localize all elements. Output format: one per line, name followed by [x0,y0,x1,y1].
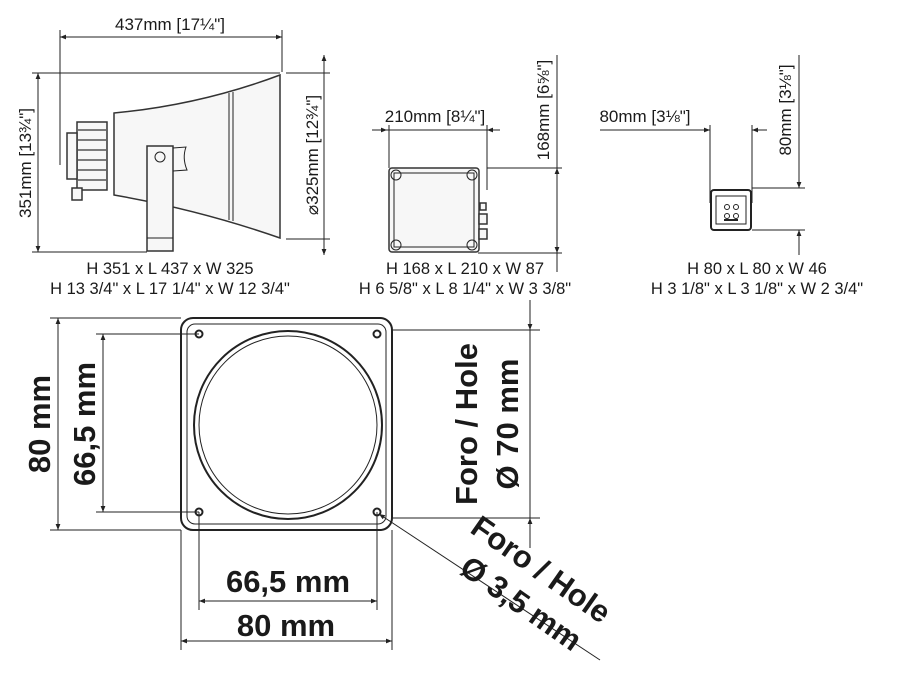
box-caption-imperial: H 6 5/8" x L 8 1/4" x W 3 3/8" [359,280,571,298]
speaker-length-label: 437mm [17¼"] [115,15,225,34]
control-length-label: 80mm [3⅛"] [599,107,690,126]
box-caption-metric: H 168 x L 210 x W 87 [386,260,544,278]
center-hole-label: Foro / Hole [449,343,484,505]
box-length-label: 210mm [8¼"] [385,107,486,126]
mounting-plate-drawing: 80 mm 66,5 mm Foro / Hole Ø 70 mm 66,5 m… [22,300,617,661]
box-height-label: 168mm [6⅝"] [534,60,553,161]
control-unit-body [710,189,752,231]
speaker-height-label: 351mm [13¾"] [16,108,35,218]
plate-inner-height-label: 66,5 mm [67,362,102,486]
speaker-diameter-label: ⌀325mm [12¾"] [303,95,322,215]
center-hole-diameter: Ø 70 mm [490,359,525,490]
plate-outline [180,317,393,531]
plate-inner-width-label: 66,5 mm [226,564,350,599]
center-hole [193,330,383,520]
control-caption-metric: H 80 x L 80 x W 46 [687,260,827,278]
speaker-caption-metric: H 351 x L 437 x W 325 [86,260,253,278]
plate-outer-height-label: 80 mm [22,375,57,473]
plate-outer-width-label: 80 mm [237,608,335,643]
control-height-label: 80mm [3⅛"] [776,64,795,155]
control-caption-imperial: H 3 1/8" x L 3 1/8" x W 2 3/4" [651,280,863,298]
horn-speaker-drawing: 437mm [17¼"] 351mm [13¾"] ⌀325mm [12¾"] … [16,15,330,298]
control-unit-drawing: 80mm [3⅛"] 80mm [3⅛"] H 80 x L 80 x W 46… [599,55,863,298]
junction-box-drawing: 210mm [8¼"] 168mm [6⅝"] H 168 x L 210 x … [359,55,571,298]
box-enclosure [388,167,480,253]
speaker-caption-imperial: H 13 3/4" x L 17 1/4" x W 12 3/4" [50,280,290,298]
mounting-bracket [146,145,174,252]
